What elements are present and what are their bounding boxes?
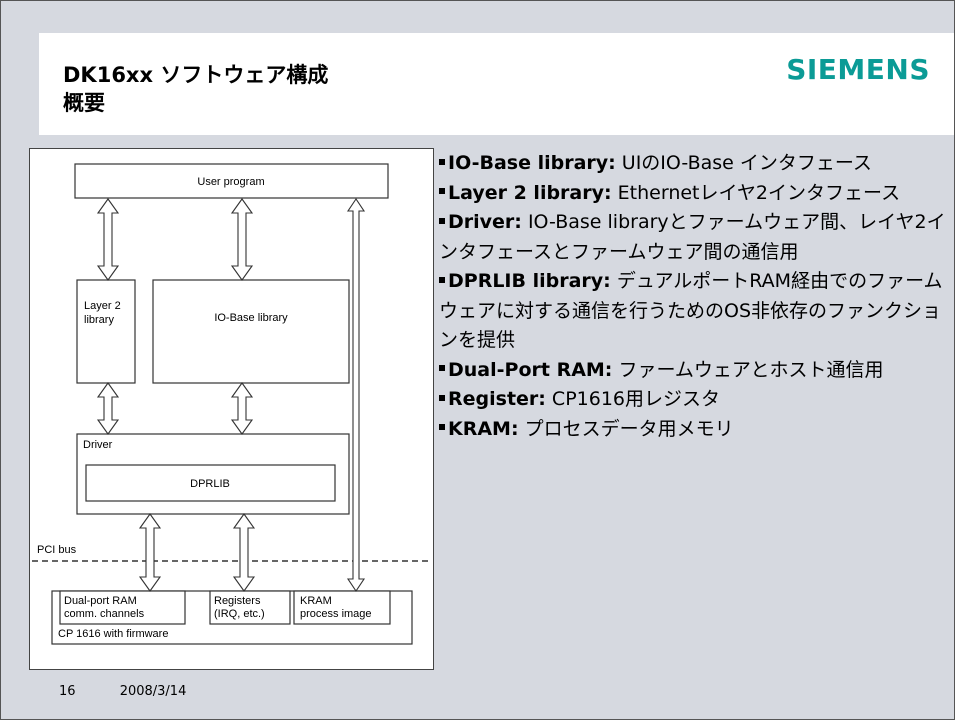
bullet-layer2: Layer 2 library: Ethernetレイヤ2インタフェース	[439, 179, 949, 209]
bullet-dpram: Dual-Port RAM: ファームウェアとホスト通信用	[439, 356, 949, 386]
page-number: 16	[59, 684, 76, 699]
kram-box	[293, 590, 391, 625]
slide-date: 2008/3/14	[119, 684, 187, 699]
bullet-keyword: Driver:	[448, 211, 522, 233]
dpram-box	[59, 590, 186, 625]
bullet-text: プロセスデータ用メモリ	[518, 417, 734, 440]
description-list: IO-Base library: UIのIO-Base インタフェース Laye…	[439, 149, 949, 444]
architecture-diagram: User program Layer 2 library IO-Base lib…	[29, 148, 434, 670]
slide-footer: 16 2008/3/14	[59, 684, 226, 699]
registers-label-line2: (IRQ, etc.)	[214, 608, 265, 620]
layer2-label-line2: library	[84, 314, 114, 326]
arrow-iobase-driver	[230, 382, 254, 435]
bullet-dprlib: DPRLIB library: デュアルポートRAM経由でのファームウェアに対す…	[439, 267, 949, 356]
iobase-label: IO-Base library	[214, 312, 288, 324]
user-program-label: User program	[197, 176, 264, 188]
registers-label-line1: Registers	[214, 595, 261, 607]
siemens-logo: SIEMENS	[786, 53, 930, 86]
user-program-box	[74, 163, 389, 199]
bullet-square-icon	[439, 188, 445, 194]
bullet-text: UIのIO-Base インタフェース	[615, 152, 872, 174]
layer2-library-box	[76, 279, 136, 384]
bullet-square-icon	[439, 365, 445, 371]
layer2-label-line1: Layer 2	[84, 300, 121, 312]
arrow-dprlib-registers	[232, 513, 256, 592]
kram-label-line1: KRAM	[300, 595, 332, 607]
kram-label-line2: process image	[300, 608, 372, 620]
arrow-layer2-driver	[96, 382, 120, 435]
bullet-square-icon	[439, 217, 445, 224]
iobase-library-box	[152, 279, 350, 384]
bullet-text: ファームウェアとホスト通信用	[612, 358, 884, 381]
slide-title: DK16xx ソフトウェア構成 概要	[63, 63, 329, 115]
registers-box	[209, 590, 291, 625]
bullet-text: IO-Base libraryとファームウェア間、レイヤ2インタフェースとファー…	[439, 211, 946, 263]
arrow-user-kram	[346, 198, 366, 592]
pci-bus-label: PCI bus	[37, 544, 77, 556]
bullet-driver: Driver: IO-Base libraryとファームウェア間、レイヤ2インタ…	[439, 208, 949, 267]
arrow-user-iobase	[230, 198, 254, 281]
bullet-iobase: IO-Base library: UIのIO-Base インタフェース	[439, 149, 949, 179]
bullet-keyword: Register:	[448, 388, 546, 410]
bullet-square-icon	[439, 424, 445, 430]
dprlib-box	[85, 464, 336, 502]
dprlib-label: DPRLIB	[190, 478, 230, 490]
bullet-keyword: Dual-Port RAM:	[448, 358, 613, 381]
bullet-text: Ethernetレイヤ2インタフェース	[611, 181, 901, 204]
bullet-keyword: Layer 2 library:	[448, 181, 612, 204]
arrow-user-layer2	[96, 198, 120, 281]
dpram-label-line1: Dual-port RAM	[64, 595, 137, 607]
diagram-arrows	[96, 198, 366, 592]
dpram-label-line2: comm. channels	[64, 608, 145, 620]
bullet-keyword: IO-Base library:	[448, 152, 616, 174]
slide-header: DK16xx ソフトウェア構成 概要 SIEMENS	[39, 33, 954, 135]
bullet-text: CP1616用レジスタ	[545, 388, 721, 410]
bullet-square-icon	[439, 394, 445, 401]
arrow-dprlib-dpram	[138, 513, 162, 592]
bullet-register: Register: CP1616用レジスタ	[439, 385, 949, 415]
bullet-keyword: KRAM:	[448, 417, 519, 440]
bullet-square-icon	[439, 158, 445, 165]
bullet-keyword: DPRLIB library:	[448, 270, 611, 292]
cp1616-label: CP 1616 with firmware	[58, 628, 168, 640]
bullet-kram: KRAM: プロセスデータ用メモリ	[439, 415, 949, 445]
bullet-text: デュアルポートRAM経由でのファームウェアに対する通信を行うためのOS非依存のフ…	[439, 270, 943, 351]
driver-label: Driver	[83, 439, 113, 451]
bullet-square-icon	[439, 276, 445, 283]
